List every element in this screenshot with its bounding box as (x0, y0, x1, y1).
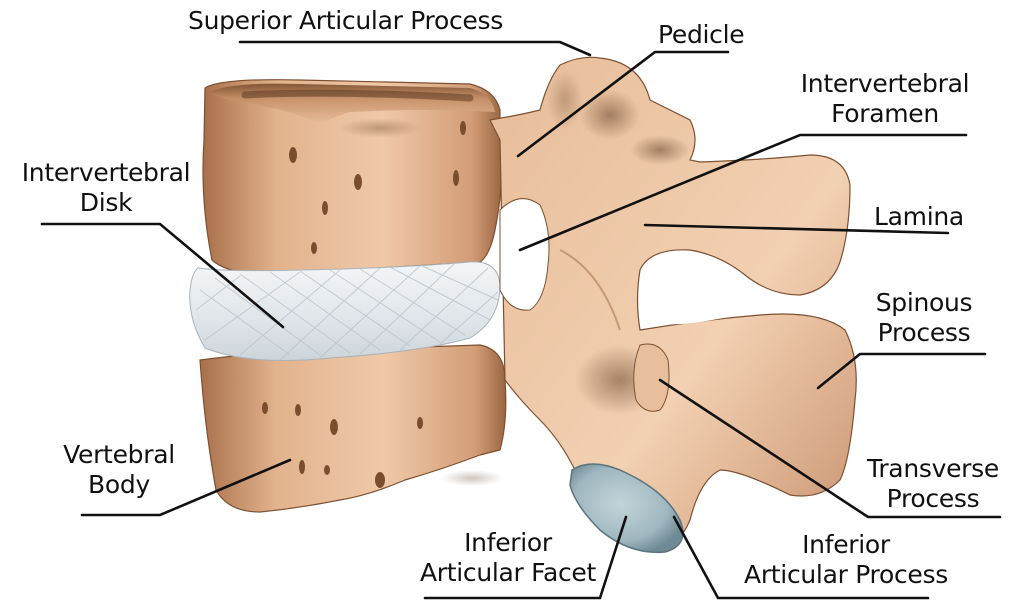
leader-inferior-articular-process (672, 515, 930, 600)
upper-vertebral-body (202, 79, 503, 276)
label-intervertebral-foramen: Intervertebral Foramen (800, 69, 970, 128)
leader-pedicle (516, 50, 730, 158)
inferior-articular-facet-shape (569, 463, 684, 554)
intervertebral-disk (189, 261, 501, 361)
leader-spinous-process (816, 352, 987, 390)
lower-vertebral-body (199, 344, 507, 513)
posterior-elements (489, 56, 857, 546)
label-lamina: Lamina (874, 202, 964, 231)
leader-lines (40, 40, 1002, 600)
label-spinous-process: Spinous Process (875, 288, 973, 347)
leader-transverse-process (658, 378, 1002, 519)
label-intervertebral-disk: Intervertebral Disk (21, 158, 191, 217)
label-inferior-articular-facet: Inferior Articular Facet (419, 528, 597, 587)
leader-vertebral-body (80, 458, 292, 517)
label-pedicle: Pedicle (658, 20, 745, 49)
leader-intervertebral-foramen (518, 133, 968, 252)
leader-inferior-articular-facet (423, 515, 628, 600)
leader-intervertebral-disk (40, 222, 285, 329)
leader-lamina (643, 223, 950, 235)
label-superior-articular-process: Superior Articular Process (188, 6, 503, 35)
label-vertebral-body: Vertebral Body (63, 440, 175, 499)
label-inferior-articular-process: Inferior Articular Process (744, 530, 948, 589)
leader-superior-articular-process (238, 40, 592, 57)
label-transverse-process: Transverse Process (867, 454, 999, 513)
